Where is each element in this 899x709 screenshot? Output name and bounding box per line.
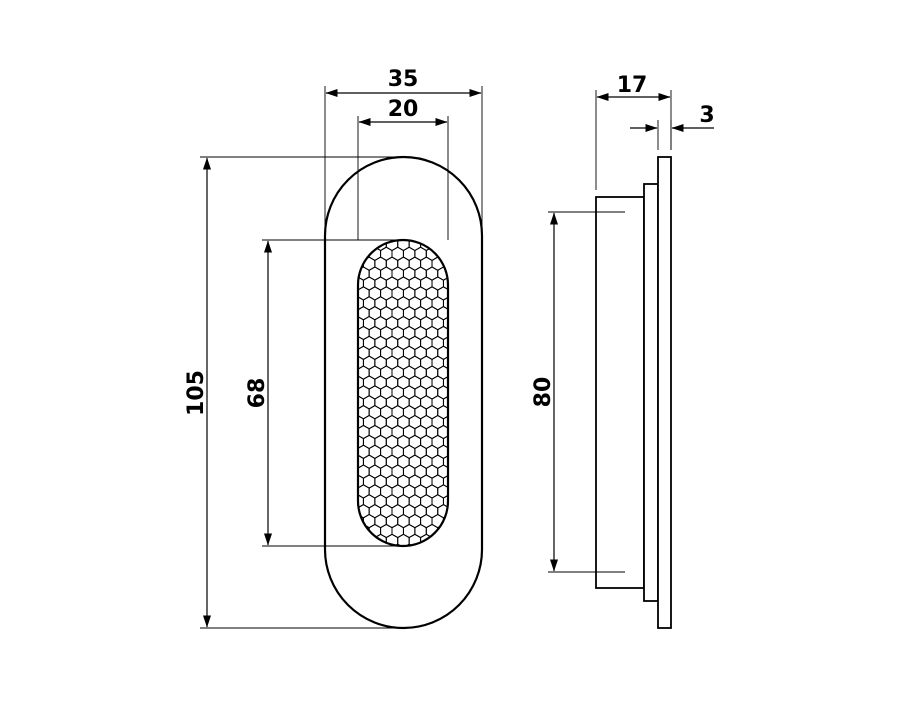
- side-flange: [657, 156, 672, 629]
- mesh-hex-cell: [414, 543, 427, 546]
- dimension-label-20: 20: [388, 97, 419, 122]
- mesh-hex-cell: [358, 240, 370, 242]
- mesh-hex-cell: [358, 266, 359, 281]
- mesh-hex-cell: [358, 523, 370, 539]
- mesh-hex-cell: [437, 543, 448, 546]
- mesh-hex-cell: [449, 406, 460, 419]
- dimension-overall-width: 35: [324, 67, 483, 240]
- mesh-hex-cell: [380, 240, 393, 242]
- dimension-label-68: 68: [245, 378, 270, 409]
- mesh-hex-cell: [449, 485, 460, 498]
- mesh-hex-cell: [449, 287, 460, 300]
- mesh-hex-cell: [391, 240, 404, 242]
- mesh-hex-cell: [391, 543, 404, 546]
- mesh-hex-cell: [449, 425, 460, 438]
- mesh-hex-cell: [358, 240, 359, 242]
- mesh-hex-cell: [455, 297, 466, 310]
- mesh-hex-cell: [449, 366, 460, 379]
- mesh-hex-cell: [449, 267, 460, 280]
- mesh-hex-cell: [449, 307, 460, 320]
- dimension-label-17: 17: [617, 73, 648, 98]
- dimension-label-105: 105: [184, 370, 209, 416]
- mesh-hex-cell: [455, 317, 466, 330]
- mesh-hex-cell: [358, 306, 359, 321]
- mesh-hex-cell: [455, 515, 466, 528]
- mesh-hex-cell: [442, 533, 448, 546]
- mesh-hex-cell: [358, 286, 359, 301]
- mesh-hex-cell: [437, 240, 448, 242]
- mesh-hex-cell: [455, 495, 466, 508]
- mesh-hex-cell: [358, 484, 359, 499]
- dimension-label-3: 3: [699, 103, 714, 128]
- mesh-hex-cell: [358, 444, 359, 459]
- dimension-label-80: 80: [531, 377, 556, 408]
- side-body: [595, 196, 645, 589]
- mesh-hex-cell: [449, 247, 460, 260]
- mesh-hex-cell: [425, 240, 439, 242]
- mesh-hex-cell: [358, 523, 359, 539]
- mesh-hex-cell: [358, 504, 359, 519]
- mesh-hex-cell: [368, 240, 382, 242]
- mesh-hex-cell: [425, 543, 439, 546]
- mesh-hex-cell: [358, 533, 364, 546]
- mesh-hex-cell: [455, 416, 466, 429]
- mesh-hex-cell: [449, 326, 460, 339]
- dimension-mesh-width: 20: [357, 97, 449, 240]
- dimension-overall-height: 105: [184, 156, 403, 629]
- front-view: [323, 155, 484, 630]
- mesh-hex-cell: [455, 475, 466, 488]
- mesh-hex-cell: [362, 533, 376, 546]
- side-step: [643, 183, 659, 602]
- dimension-mesh-height: 68: [245, 239, 403, 547]
- mesh-hex-cell: [455, 277, 466, 290]
- mesh-hex-cell: [449, 465, 460, 478]
- mesh-hex-cell: [414, 240, 427, 242]
- mesh-hex-cell: [358, 424, 359, 440]
- mesh-hex-cell: [455, 455, 466, 468]
- mesh-hex-cell: [455, 257, 466, 270]
- mesh-hex-cell: [449, 445, 460, 458]
- mesh-hex-cell: [402, 240, 416, 242]
- mesh-hex-cell: [449, 544, 460, 557]
- mesh-hex-cell: [455, 396, 466, 409]
- dimension-flange: 3: [630, 103, 715, 150]
- dimension-depth: 17: [595, 73, 672, 190]
- mesh-hex-cell: [402, 543, 416, 546]
- mesh-hex-cell: [358, 464, 359, 479]
- mesh-hex-cell: [442, 240, 448, 252]
- mesh-hex-cell: [358, 365, 359, 380]
- mesh-hex-cell: [449, 346, 460, 359]
- dimension-body-height: 80: [531, 211, 625, 573]
- side-view: [595, 156, 672, 629]
- mesh-hex-cell: [455, 376, 466, 389]
- mesh-hex-cell: [358, 385, 359, 400]
- mesh-hex-cell: [455, 435, 466, 448]
- mesh-hex-cell: [449, 386, 460, 399]
- mesh-hex-cell: [358, 246, 359, 261]
- mesh-hex-cell: [358, 345, 359, 360]
- mesh-hex-cell: [455, 237, 466, 250]
- mesh-hex-cell: [455, 534, 466, 547]
- mesh-hex-cell: [431, 240, 444, 252]
- mesh-hex-cell: [358, 325, 359, 341]
- mesh-hex-cell: [358, 405, 359, 420]
- mesh-hex-cell: [455, 356, 466, 369]
- mesh-hex-cell: [455, 336, 466, 349]
- mesh-hex-cell: [362, 240, 376, 252]
- mesh-hex-cell: [449, 505, 460, 518]
- mesh-hex-cell: [431, 533, 444, 546]
- dimension-label-35: 35: [388, 67, 419, 92]
- mesh-hex-cell: [449, 524, 460, 537]
- mesh-hex-cell: [449, 227, 460, 240]
- plate-outline: [323, 155, 484, 630]
